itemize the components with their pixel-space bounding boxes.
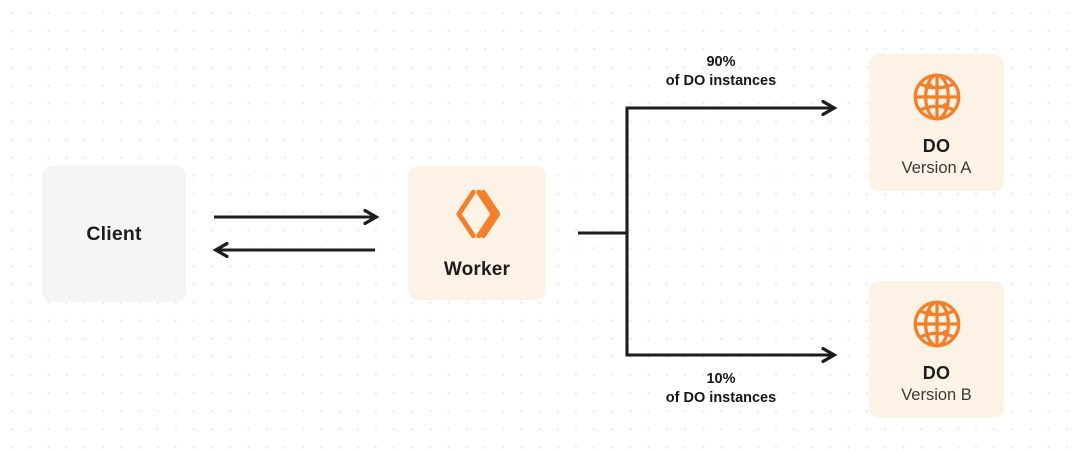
node-client-label: Client [86, 222, 142, 245]
node-do-version-b: DO Version B [869, 281, 1004, 418]
node-do-version-a-subtitle: Version A [901, 158, 972, 177]
durable-object-globe-icon [908, 295, 966, 353]
node-client: Client [42, 166, 186, 302]
node-do-version-a-title: DO [922, 135, 951, 156]
node-worker-label: Worker [443, 259, 511, 280]
edge-label-do-a-percent: 90% [706, 54, 736, 70]
edge-label-do-b-percent: 10% [706, 371, 736, 387]
edge-label-do-a: 90% of DO instances [613, 53, 829, 91]
node-worker: Worker [408, 166, 546, 300]
node-do-version-b-subtitle: Version B [901, 385, 972, 404]
edge-label-do-b-description: of DO instances [665, 390, 777, 406]
durable-object-globe-icon [908, 68, 966, 126]
node-do-version-b-title: DO [922, 362, 951, 383]
cloudflare-workers-icon [448, 185, 506, 243]
edge-label-do-a-description: of DO instances [665, 73, 777, 89]
edge-label-do-b: 10% of DO instances [613, 370, 829, 408]
node-do-version-a: DO Version A [869, 54, 1004, 191]
